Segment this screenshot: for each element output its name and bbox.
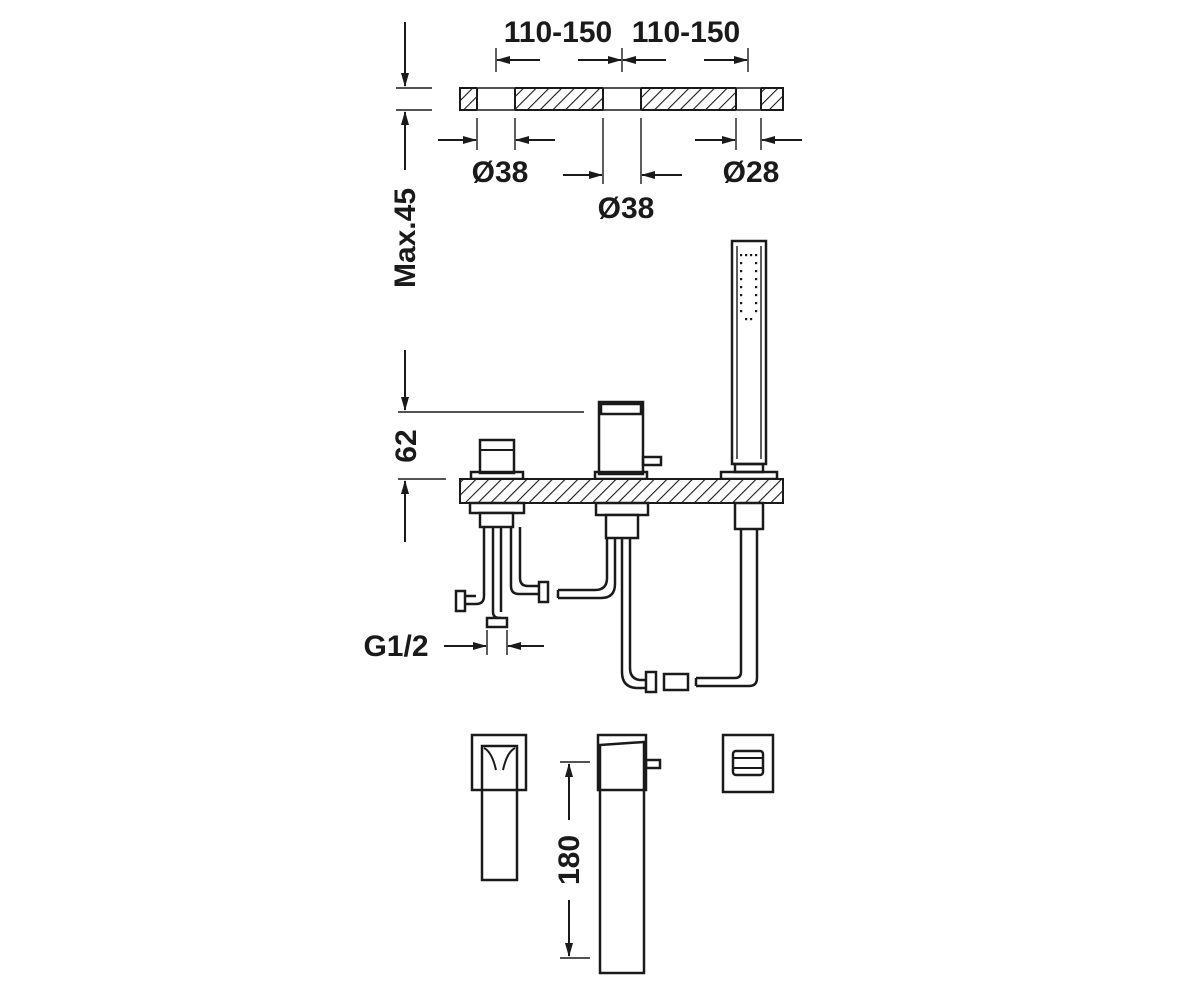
deck-plate-top-view [459, 86, 784, 112]
deck-max-label: Max.45 [389, 188, 422, 288]
shower-holder-front-view [721, 733, 775, 794]
height-62-dimension [398, 350, 584, 542]
spout-front-view [596, 733, 662, 975]
spacing-right-label: 110-150 [632, 16, 740, 49]
spacing-dimension-lines [495, 48, 749, 72]
height-62-label: 62 [390, 429, 423, 462]
deck-section [459, 478, 784, 504]
shower-nozzles [740, 254, 758, 321]
hole-center-label: Ø38 [598, 192, 655, 225]
spout-height-label: 180 [553, 835, 586, 885]
spout-height-dimension [560, 761, 590, 959]
diverter-knob [469, 438, 525, 481]
hole-left-label: Ø38 [472, 156, 529, 189]
diverter-front-view [470, 733, 528, 882]
thread-label: G1/2 [363, 630, 428, 663]
hand-shower [719, 239, 779, 481]
deck-max-dimension [396, 22, 432, 170]
under-deck-fittings [454, 501, 765, 694]
mixer-body [593, 400, 663, 481]
spacing-left-label: 110-150 [504, 16, 612, 49]
hole-dimension-lines [438, 118, 802, 184]
thread-dimension [444, 630, 544, 655]
hole-right-label: Ø28 [723, 156, 780, 189]
